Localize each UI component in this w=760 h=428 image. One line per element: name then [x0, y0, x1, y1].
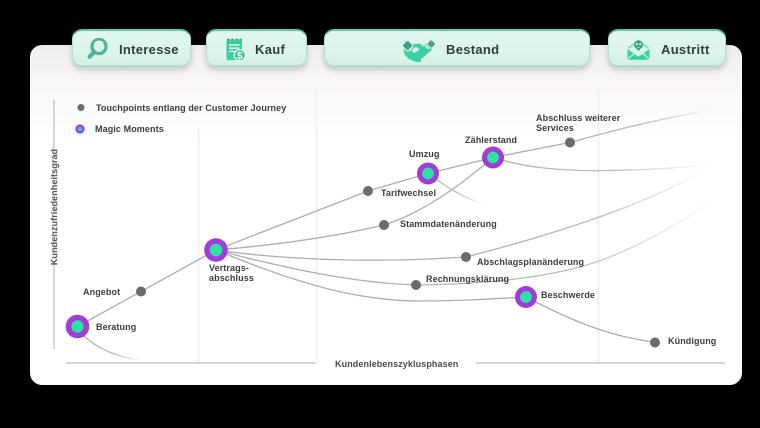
svg-text:$: $ [237, 50, 243, 61]
